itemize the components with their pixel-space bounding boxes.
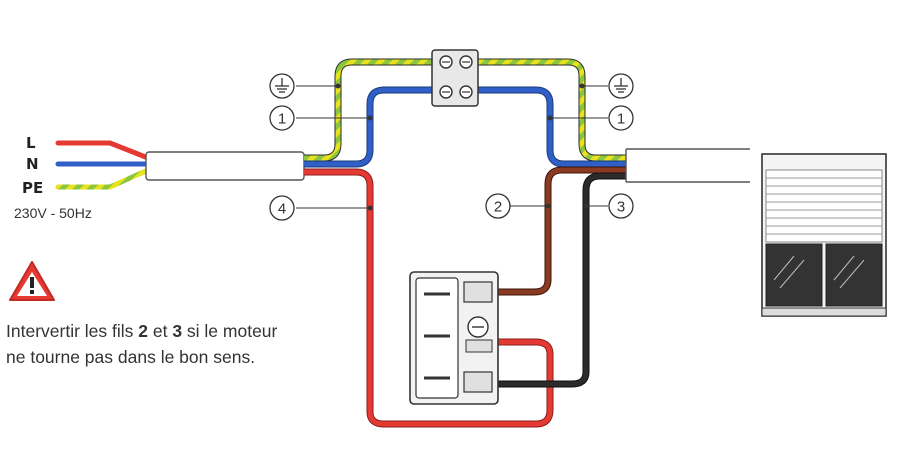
label-PE: PE bbox=[22, 179, 43, 197]
supply-wires bbox=[55, 140, 151, 190]
svg-text:1: 1 bbox=[617, 111, 625, 128]
earth-symbol-icon bbox=[269, 73, 295, 99]
marker-4: 4 bbox=[269, 195, 295, 221]
svg-text:1: 1 bbox=[278, 111, 286, 128]
black-wire bbox=[498, 172, 626, 388]
label-N: N bbox=[26, 155, 39, 173]
svg-text:2: 2 bbox=[494, 199, 502, 216]
earth-wire-input bbox=[55, 167, 151, 190]
marker-1-left: 1 bbox=[269, 105, 295, 131]
roller-shutter-icon bbox=[761, 153, 887, 317]
warning-triangle-icon bbox=[9, 261, 55, 301]
marker-3: 3 bbox=[608, 193, 634, 219]
svg-text:3: 3 bbox=[617, 199, 625, 216]
supply-cable-sheath bbox=[145, 151, 305, 181]
marker-2: 2 bbox=[485, 193, 511, 219]
svg-text:4: 4 bbox=[278, 201, 286, 218]
marker-1-right: 1 bbox=[608, 105, 634, 131]
label-L: L bbox=[26, 134, 36, 152]
shutter-switch-icon bbox=[409, 271, 499, 405]
earth-symbol-icon bbox=[608, 73, 634, 99]
voltage-label: 230V - 50Hz bbox=[14, 205, 92, 221]
motor-cable-sheath bbox=[625, 148, 750, 183]
junction-box-icon bbox=[431, 49, 479, 107]
warning-note: Intervertir les fils 2 et 3 si le moteur… bbox=[6, 321, 278, 367]
brown-wire bbox=[498, 166, 626, 296]
phase-wire-input bbox=[55, 140, 151, 161]
